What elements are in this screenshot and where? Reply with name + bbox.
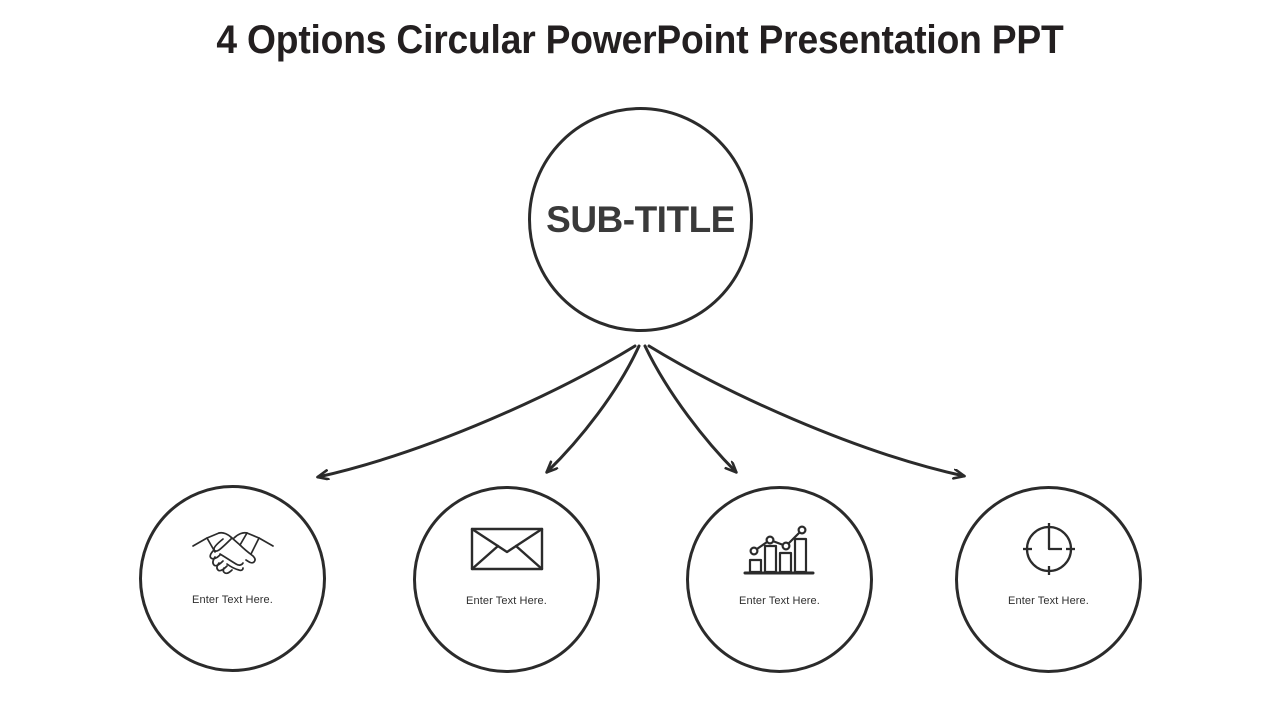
hub-label: SUB-TITLE bbox=[546, 198, 735, 240]
option-circle-4[interactable]: Enter Text Here. bbox=[955, 486, 1142, 673]
option-circle-2[interactable]: Enter Text Here. bbox=[413, 486, 600, 673]
option-label-3: Enter Text Here. bbox=[739, 595, 820, 607]
page-title: 4 Options Circular PowerPoint Presentati… bbox=[216, 18, 1064, 62]
connector-arrow-1 bbox=[318, 344, 637, 477]
option-circle-1[interactable]: Enter Text Here. bbox=[139, 485, 326, 672]
option-label-1: Enter Text Here. bbox=[192, 594, 273, 606]
option-label-2: Enter Text Here. bbox=[466, 595, 547, 607]
envelope-icon bbox=[416, 517, 597, 581]
handshake-icon bbox=[142, 516, 323, 580]
connector-arrow-2 bbox=[547, 344, 641, 472]
connector-arrow-3 bbox=[643, 344, 736, 472]
option-label-4: Enter Text Here. bbox=[1008, 595, 1089, 607]
hub-circle[interactable]: SUB-TITLE bbox=[528, 107, 753, 332]
option-circle-3[interactable]: Enter Text Here. bbox=[686, 486, 873, 673]
clock-icon bbox=[958, 517, 1139, 581]
bar-chart-line-icon bbox=[689, 517, 870, 581]
connector-arrow-4 bbox=[647, 344, 964, 476]
